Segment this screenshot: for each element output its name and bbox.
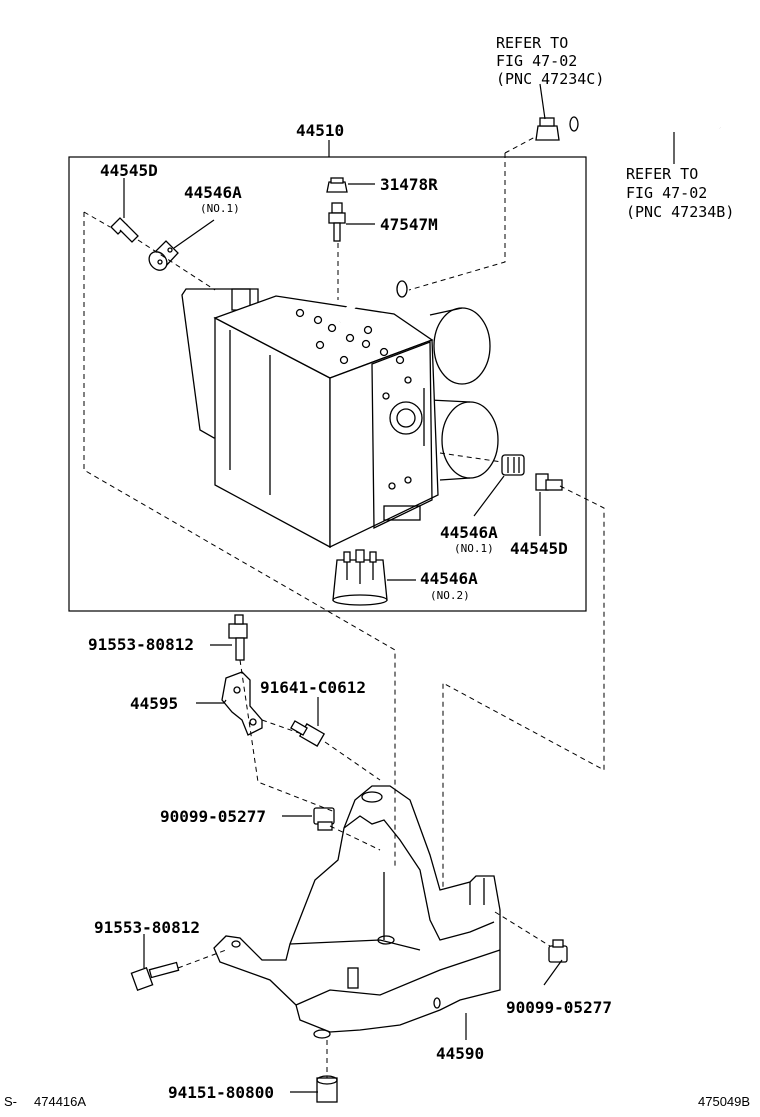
label-47547m: 47547M <box>380 215 438 234</box>
reference-note-right: REFER TO FIG 47-02 (PNC 47234B) <box>626 165 734 221</box>
connector-47547m <box>328 202 346 242</box>
label-44510: 44510 <box>296 121 344 140</box>
label-91553-lower: 91553-80812 <box>94 918 200 937</box>
label-44546a-bottom-sub: (NO.2) <box>430 589 470 602</box>
assembly-frame <box>68 156 587 612</box>
insulator-no2 <box>332 549 388 606</box>
leader-lines <box>123 83 675 1093</box>
label-44545d-left: 44545D <box>100 161 158 180</box>
bracket-44595 <box>221 671 263 736</box>
nut-90099-left <box>313 807 335 831</box>
footer-prefix: S- <box>4 1094 17 1109</box>
label-44545d-right: 44545D <box>510 539 568 558</box>
label-90099-right: 90099-05277 <box>506 998 612 1017</box>
label-90099-left: 90099-05277 <box>160 807 266 826</box>
nut-94151 <box>316 1075 338 1103</box>
ref-right-line3: (PNC 47234B) <box>626 203 734 221</box>
bolt-91553-lower <box>130 961 180 992</box>
bolt-91641 <box>290 720 326 747</box>
bolt-44545d-left <box>110 217 139 243</box>
footer-left-code: 474416A <box>34 1094 86 1109</box>
bracket-44590 <box>213 785 501 1039</box>
label-91553-upper: 91553-80812 <box>88 635 194 654</box>
label-44595: 44595 <box>130 694 178 713</box>
ref-right-line1: REFER TO <box>626 165 698 183</box>
ref-top-line1: REFER TO <box>496 34 568 52</box>
label-91641: 91641-C0612 <box>260 678 366 697</box>
bolt-91553-upper <box>228 614 248 661</box>
label-31478r: 31478R <box>380 175 438 194</box>
insulator-no1-right <box>501 454 525 476</box>
reference-note-top: REFER TO FIG 47-02 (PNC 47234C) <box>496 34 604 88</box>
ref-top-line2: FIG 47-02 <box>496 52 577 70</box>
bolt-44545d-right <box>535 473 563 491</box>
label-44546a-right: 44546A <box>440 523 498 542</box>
ref-top-line3: (PNC 47234C) <box>496 70 604 88</box>
ref-right-line2: FIG 47-02 <box>626 184 707 202</box>
label-44546a-left-sub: (NO.1) <box>200 202 240 215</box>
footer-right-code: 475049B <box>698 1094 750 1109</box>
assembly-guides <box>83 135 605 1078</box>
label-44546a-bottom: 44546A <box>420 569 478 588</box>
nut-90099-right <box>548 939 568 963</box>
label-44546a-right-sub: (NO.1) <box>454 542 494 555</box>
hose-and-clamp <box>535 88 723 141</box>
label-44590: 44590 <box>436 1044 484 1063</box>
label-94151: 94151-80800 <box>168 1083 274 1102</box>
abs-actuator-unit <box>181 280 499 549</box>
cap-31478r <box>326 177 348 193</box>
label-44546a-left: 44546A <box>184 183 242 202</box>
insulator-no1-left <box>148 240 179 271</box>
